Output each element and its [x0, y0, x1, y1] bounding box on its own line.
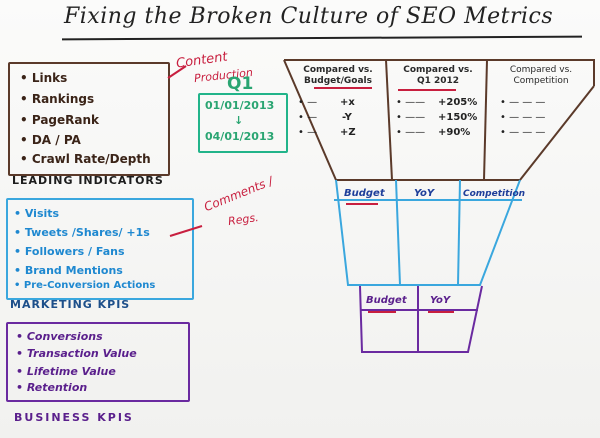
marketing-item: • Followers / Fans — [14, 245, 125, 258]
dash-mark: • — — [298, 97, 318, 108]
q1-label: Q1 — [227, 74, 254, 94]
leading-indicators-box — [8, 62, 170, 176]
mid-budget-label: Budget — [344, 188, 385, 199]
mid-competition-label: Competition — [463, 189, 526, 199]
funnel-mid-divider — [395, 179, 401, 286]
dash-mark: • — — [298, 112, 318, 123]
funnel-top-divider — [483, 59, 488, 181]
col1-value: +Z — [340, 127, 356, 138]
business-item: • Lifetime Value — [16, 365, 116, 378]
col-header: Competition — [513, 76, 569, 86]
dash-mark: • —— — [396, 97, 426, 108]
col-header: Compared vs. — [403, 65, 473, 75]
dash-mark: • — — — — [500, 112, 546, 123]
marketing-item: • Visits — [14, 207, 60, 220]
leading-item: • DA / PA — [20, 133, 81, 147]
leading-item: • Crawl Rate/Depth — [20, 152, 151, 166]
comments-connector-line — [169, 225, 203, 237]
arrow-down-icon: ↓ — [234, 114, 244, 127]
bottom-yoy-label: YoY — [430, 295, 451, 306]
leading-indicators-label: LEADING INDICATORS — [12, 174, 164, 187]
business-item: • Retention — [16, 381, 88, 394]
funnel-top-divider — [385, 59, 393, 181]
business-kpis-box — [6, 322, 190, 402]
dash-mark: • — — [298, 127, 318, 138]
business-kpis-label: BUSINESS KPIS — [14, 411, 134, 424]
bottom-budget-label: Budget — [366, 295, 407, 306]
col2-value: +90% — [438, 127, 471, 138]
marketing-kpis-label: MARKETING KPIS — [10, 298, 131, 311]
col2-value: +150% — [438, 112, 478, 123]
board-title: Fixing the Broken Culture of SEO Metrics — [64, 4, 554, 29]
col-header: Q1 2012 — [416, 76, 460, 86]
funnel-top-sides — [283, 59, 595, 181]
marketing-item: • Brand Mentions — [14, 264, 123, 277]
business-item: • Transaction Value — [16, 347, 137, 360]
dash-mark: • — — — — [500, 97, 546, 108]
date-start: 01/01/2013 — [205, 99, 275, 112]
dash-mark: • — — — — [500, 127, 546, 138]
date-range-box — [198, 93, 288, 153]
marketing-kpis-box — [6, 198, 194, 300]
col2-value: +205% — [438, 97, 478, 108]
funnel-mid-sides — [335, 179, 521, 286]
col-header: Compared vs. — [509, 65, 573, 75]
date-end: 04/01/2013 — [205, 130, 275, 143]
col-header: Compared vs. — [303, 65, 373, 75]
leading-item: • Rankings — [20, 92, 95, 106]
col-header: Budget/Goals — [304, 76, 372, 86]
funnel-top-border — [284, 59, 595, 86]
col1-value: +x — [340, 97, 355, 108]
leading-item: • PageRank — [20, 113, 100, 127]
funnel-mid-divider — [457, 179, 461, 286]
marketing-item: • Pre-Conversion Actions — [14, 280, 156, 291]
business-item: • Conversions — [16, 330, 103, 343]
content-connector-line — [167, 65, 187, 79]
dash-mark: • —— — [396, 127, 426, 138]
marketing-item: • Tweets /Shares/ +1s — [14, 226, 150, 239]
leading-item: • Links — [20, 71, 68, 85]
funnel-bottom-sides — [359, 285, 483, 353]
col1-value: -Y — [342, 112, 352, 123]
dash-mark: • —— — [396, 112, 426, 123]
mid-yoy-label: YoY — [414, 188, 435, 199]
